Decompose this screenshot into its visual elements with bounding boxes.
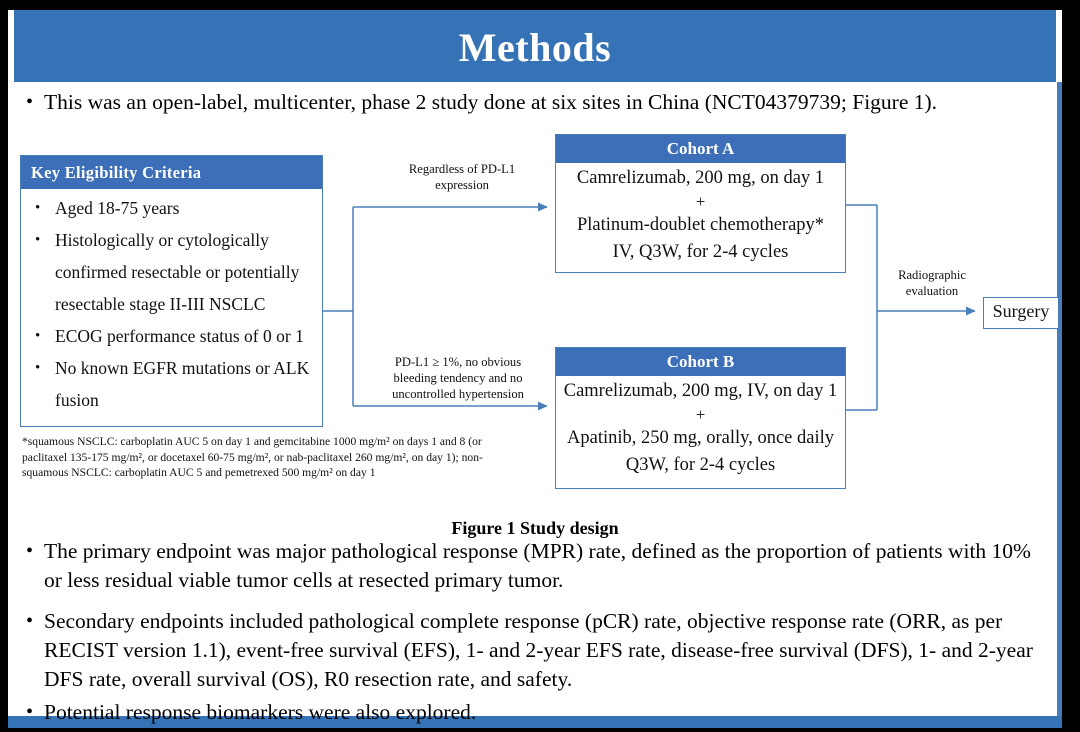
connector-label-line: expression [435, 178, 489, 192]
page-title: Methods [458, 25, 612, 70]
bullet-biomarkers: • Potential response biomarkers were als… [22, 698, 1050, 727]
list-item: • No known EGFR mutations or ALK fusion [21, 352, 322, 416]
eligibility-item-text: ECOG performance status of 0 or 1 [55, 326, 304, 346]
bottom-accent-rail [8, 716, 1062, 728]
study-design-figure: Key Eligibility Criteria • Aged 18-75 ye… [8, 122, 1062, 512]
list-item: • ECOG performance status of 0 or 1 [21, 320, 322, 352]
bullet-marker-icon: • [26, 91, 34, 113]
bullet-marker-icon: • [35, 360, 41, 376]
bullet-marker-icon: • [35, 232, 41, 248]
surgery-box: Surgery [983, 297, 1059, 329]
connector-label-line: PD-L1 ≥ 1%, no obvious [394, 355, 522, 369]
footnote-line: *squamous NSCLC: carboplatin AUC 5 on da… [22, 435, 482, 448]
bullet-marker-icon: • [26, 701, 34, 723]
cohort-b-line: Q3W, for 2-4 cycles [625, 455, 776, 475]
connector-label-line: Radiographic [898, 268, 966, 282]
cohort-a-header: Cohort A [556, 135, 845, 163]
list-item: • Histologically or cytologically confir… [21, 224, 322, 320]
connector-label-pdl1-positive: PD-L1 ≥ 1%, no obvious bleeding tendency… [365, 354, 551, 402]
surgery-label: Surgery [992, 301, 1050, 321]
cohort-b-line: Apatinib, 250 mg, orally, once daily [567, 428, 834, 448]
bullet-primary-text: The primary endpoint was major pathologi… [44, 539, 1031, 592]
cohort-b-line: Camrelizumab, 200 mg, IV, on day 1 [563, 381, 838, 401]
slide-title-banner: Methods [14, 10, 1056, 82]
figure-caption: Figure 1 Study design [451, 518, 619, 538]
bullet-biomarker-text: Potential response biomarkers were also … [44, 700, 477, 724]
connector-label-line: Regardless of PD-L1 [408, 162, 516, 176]
bullet-marker-icon: • [35, 328, 41, 344]
list-item: • Aged 18-75 years [21, 192, 322, 224]
bullet-secondary-text: Secondary endpoints included pathologica… [44, 609, 1033, 691]
right-accent-rail [1057, 82, 1062, 716]
cohort-a-body: Camrelizumab, 200 mg, on day 1 + Platinu… [556, 165, 845, 266]
slide-canvas: Methods • This was an open-label, multic… [8, 10, 1062, 728]
eligibility-header: Key Eligibility Criteria [21, 156, 322, 189]
cohort-a-line: IV, Q3W, for 2-4 cycles [612, 242, 789, 262]
footnote-line: paclitaxel 135-175 mg/m², or docetaxel 6… [22, 450, 483, 464]
eligibility-criteria-box: Key Eligibility Criteria • Aged 18-75 ye… [20, 155, 323, 427]
bullet-marker-icon: • [26, 540, 34, 562]
cohort-b-body: Camrelizumab, 200 mg, IV, on day 1 + Apa… [556, 378, 845, 479]
bullet-intro: • This was an open-label, multicenter, p… [22, 88, 1052, 117]
cohort-b-box: Cohort B Camrelizumab, 200 mg, IV, on da… [555, 347, 846, 489]
cohort-b-plus: + [695, 405, 706, 424]
connector-label-pdl1-regardless: Regardless of PD-L1 expression [376, 161, 548, 193]
eligibility-item-text: No known EGFR mutations or ALK fusion [55, 358, 310, 410]
figure-footnote: *squamous NSCLC: carboplatin AUC 5 on da… [22, 434, 542, 481]
eligibility-criteria-list: • Aged 18-75 years • Histologically or c… [21, 192, 322, 416]
cohort-a-plus: + [695, 192, 706, 211]
cohort-a-line: Camrelizumab, 200 mg, on day 1 [576, 168, 825, 188]
bullet-marker-icon: • [26, 610, 34, 632]
cohort-b-header: Cohort B [556, 348, 845, 376]
connector-label-line: bleeding tendency and no [393, 371, 523, 385]
cohort-a-line: Platinum-doublet chemotherapy* [576, 215, 825, 235]
eligibility-item-text: Aged 18-75 years [55, 198, 180, 218]
eligibility-item-text: Histologically or cytologically confirme… [55, 230, 300, 314]
bullet-intro-text: This was an open-label, multicenter, pha… [44, 90, 938, 114]
connector-label-line: uncontrolled hypertension [392, 387, 524, 401]
bullet-secondary-endpoints: • Secondary endpoints included pathologi… [22, 607, 1050, 694]
bullet-marker-icon: • [35, 200, 41, 216]
figure-connector-lines [323, 202, 976, 411]
footnote-line: squamous NSCLC: carboplatin AUC 5 and pe… [22, 466, 376, 479]
cohort-a-box: Cohort A Camrelizumab, 200 mg, on day 1 … [555, 134, 846, 273]
connector-label-line: evaluation [905, 284, 959, 298]
connector-label-radiographic-evaluation: Radiographic evaluation [886, 267, 978, 299]
bullet-primary-endpoint: • The primary endpoint was major patholo… [22, 537, 1050, 595]
